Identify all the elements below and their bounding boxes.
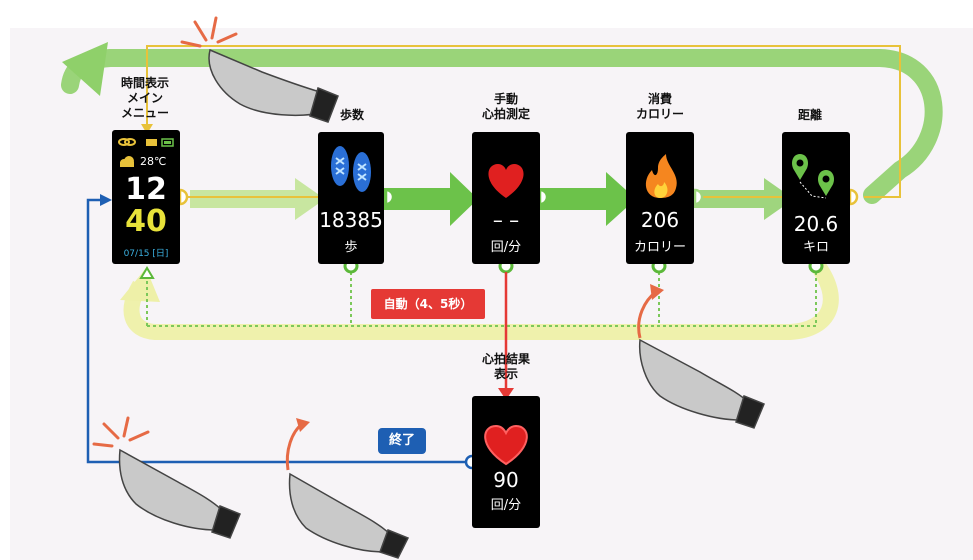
- heart-result-title-line2: 表示: [493, 367, 518, 381]
- heart-result-screen[interactable]: 90 回/分: [472, 396, 540, 528]
- loop-back-arrowhead: [62, 42, 108, 96]
- heart-icon-large: [484, 424, 528, 466]
- heart-result-label: 心拍結果 表示: [466, 352, 546, 382]
- main-screen-label: 時間表示 メイン メニュー: [100, 76, 190, 121]
- top-margin: [0, 0, 973, 28]
- main-title-line2: メイン: [126, 91, 163, 105]
- auto-transition-badge: 自動（4、5秒）: [371, 289, 485, 319]
- heart-screen[interactable]: – – 回/分: [472, 132, 540, 264]
- heart-result-unit: 回/分: [490, 498, 522, 513]
- auto-return-arrowhead: [120, 268, 160, 302]
- distance-screen[interactable]: 20.6 キロ: [782, 132, 850, 264]
- clock-minute: 40: [125, 204, 167, 239]
- heart-label: 手動 心拍測定: [466, 92, 546, 122]
- link-icon: [118, 138, 136, 146]
- steps-label: 歩数: [322, 108, 382, 123]
- hand-pointer-icon-2: [638, 338, 765, 429]
- calories-screen[interactable]: 206 カロリー: [626, 132, 694, 264]
- distance-label: 距離: [780, 108, 840, 123]
- hand-pointer-icon-4: [288, 472, 410, 559]
- tap-spark-icon: [180, 16, 238, 48]
- main-screen-icons: [118, 138, 174, 167]
- heart-title-line1: 手動: [493, 92, 518, 106]
- date-display: 07/15 [日]: [123, 249, 169, 259]
- cloud-icon: [120, 156, 134, 167]
- flame-icon: [645, 154, 677, 198]
- steps-unit: 歩: [344, 240, 358, 255]
- envelope-icon: [146, 139, 157, 146]
- distance-title: 距離: [797, 108, 822, 122]
- heart-unit: 回/分: [490, 240, 522, 255]
- left-margin: [0, 0, 10, 560]
- heart-icon: [488, 164, 524, 198]
- calories-unit: カロリー: [633, 240, 686, 255]
- calories-title-line1: 消費: [647, 92, 672, 106]
- temperature: 28℃: [140, 155, 167, 168]
- steps-value: 18385: [319, 208, 383, 232]
- battery-icon: [161, 138, 174, 147]
- hand-pointer-icon: [208, 48, 339, 123]
- auto-return-band: [123, 257, 839, 340]
- heart-result-title-line1: 心拍結果: [481, 352, 530, 366]
- heart-title-line2: 心拍測定: [481, 107, 530, 121]
- distance-value: 20.6: [793, 212, 839, 236]
- end-badge: 終了: [378, 428, 426, 454]
- hand-pointer-icon-3: [118, 448, 241, 539]
- shoe-prints-icon: [331, 146, 371, 192]
- calories-label: 消費 カロリー: [620, 92, 700, 122]
- distance-unit: キロ: [802, 240, 829, 255]
- end-return-line: [86, 198, 472, 464]
- auto-dotted-lines: [146, 272, 817, 327]
- steps-title: 歩数: [339, 108, 364, 122]
- heart-result-value: 90: [493, 468, 519, 492]
- connector-semicircles: [178, 188, 859, 206]
- main-title-line3: メニュー: [120, 106, 169, 120]
- calories-value: 206: [640, 208, 680, 232]
- bottom-circles: [343, 258, 824, 274]
- yellow-arrowhead: [141, 124, 153, 134]
- calories-title-line2: カロリー: [635, 107, 684, 121]
- yellow-loop-line: [146, 45, 901, 198]
- main-screen[interactable]: 28℃ 12 40 07/15 [日]: [112, 130, 180, 264]
- heart-value: – –: [492, 208, 520, 232]
- clock-hour: 12: [125, 172, 167, 207]
- steps-screen[interactable]: 18385 歩: [318, 132, 384, 264]
- main-title-line1: 時間表示: [120, 76, 169, 90]
- map-pin-icon: [792, 154, 834, 199]
- tap-spark-icon-2: [92, 416, 150, 448]
